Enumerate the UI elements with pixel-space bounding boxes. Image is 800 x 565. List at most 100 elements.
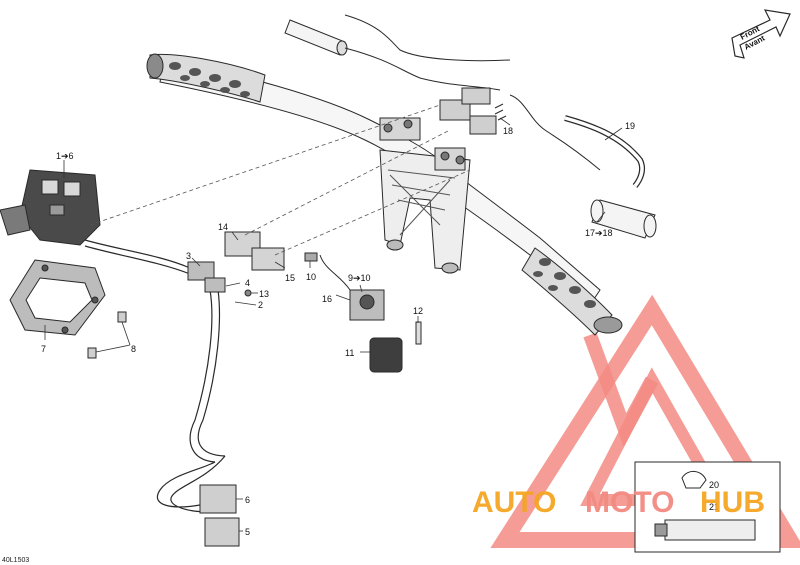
connector-3 — [187, 261, 215, 281]
bracket-hole-2 — [91, 296, 99, 304]
handlebar-riser — [379, 117, 471, 274]
leader-14 — [231, 231, 239, 241]
leader-c — [274, 169, 471, 256]
clamp-bolt-3 — [440, 151, 450, 161]
harness-main-upper — [84, 239, 191, 269]
leader-15 — [274, 261, 286, 269]
callout-1to6: 1➔6 — [56, 151, 74, 161]
left-grip-pattern — [169, 62, 250, 97]
connector-pins — [494, 103, 507, 121]
reference-code: 40L1503 — [2, 557, 29, 564]
right-bar-end — [593, 316, 623, 334]
throttle-cable-sleeve — [284, 19, 346, 56]
throttle-cable — [344, 14, 511, 62]
watermark-moto: MOTO — [585, 486, 674, 519]
right-grip-pattern — [533, 258, 596, 308]
riser-foot-right — [441, 262, 459, 274]
leader-18 — [499, 117, 511, 126]
screw-12 — [415, 321, 422, 345]
leader-b — [244, 129, 451, 236]
callout-19: 19 — [625, 121, 635, 131]
leader-19 — [604, 127, 623, 141]
callout-12: 12 — [413, 306, 423, 316]
harness-main-upper-2 — [84, 245, 191, 275]
part-21-tube — [664, 519, 756, 541]
callout-17to18: 17➔18 — [585, 228, 613, 238]
callout-7: 7 — [41, 344, 46, 354]
callout-4: 4 — [245, 278, 250, 288]
switch-16-knob — [359, 294, 375, 310]
fastener-13 — [244, 289, 252, 297]
part-16-switch — [304, 252, 385, 321]
connector-15 — [251, 247, 285, 271]
direction-arrow-icon — [731, 9, 791, 59]
leader-3 — [191, 257, 201, 267]
callout-15: 15 — [285, 273, 295, 283]
leader-16 — [335, 294, 351, 301]
connector-upper-a — [439, 99, 471, 121]
switch-button-3 — [49, 204, 65, 216]
watermark-hub: HUB — [700, 486, 765, 519]
harness-branch-lower-2 — [170, 455, 226, 513]
part-20-clip — [681, 471, 707, 489]
callout-3: 3 — [186, 251, 191, 261]
throttle-cable-lower — [344, 47, 501, 91]
riser-foot-left — [386, 239, 404, 251]
sleeve-end-right — [643, 214, 657, 238]
watermark-text: AUTO MOTO HUB — [472, 486, 765, 519]
part-21-tube-cap — [654, 523, 668, 537]
callout-20: 20 — [709, 480, 719, 490]
upper-connectors — [439, 87, 601, 171]
switch-mount-arm — [0, 204, 31, 236]
callout-6: 6 — [245, 495, 250, 505]
left-switch-housing — [0, 169, 101, 246]
part-10-plug — [304, 252, 318, 262]
callout-18: 18 — [503, 126, 513, 136]
switch-16-wire — [319, 254, 351, 291]
callout-13: 13 — [259, 289, 269, 299]
screw-b — [87, 347, 97, 359]
part-19-hose-inner — [564, 116, 644, 188]
clamp-bolt-2 — [403, 119, 413, 129]
leader-2 — [234, 301, 257, 306]
clamp-bolt-4 — [455, 155, 465, 165]
harness-wire-upper — [509, 94, 601, 171]
throttle-cable-end — [336, 40, 348, 56]
connector-4 — [204, 277, 226, 293]
callout-5: 5 — [245, 527, 250, 537]
clamp-bolt-1 — [383, 123, 393, 133]
part-7-bracket — [9, 259, 106, 336]
part-17-sleeve — [590, 199, 657, 239]
callout-leaders — [44, 117, 623, 532]
connector-5 — [204, 517, 240, 547]
knob-11-body — [369, 337, 403, 373]
connector-upper-c — [469, 115, 497, 135]
riser-lattice — [387, 169, 456, 236]
consumables-inset: 20 21 — [634, 461, 781, 553]
sleeve-end-left — [590, 199, 604, 223]
watermark-auto: AUTO — [472, 486, 556, 519]
leader-8 — [95, 321, 131, 353]
leader-9to10 — [359, 284, 363, 293]
throttle-cable-assembly — [284, 14, 511, 91]
part-11-knob — [369, 337, 403, 373]
handlebar — [146, 53, 623, 336]
left-bar-end — [146, 53, 164, 79]
leader-17to18 — [596, 211, 606, 223]
bracket-hole-3 — [61, 326, 69, 334]
assembly-leaders — [89, 104, 471, 256]
part-12-screw — [415, 321, 422, 345]
watermark-m-stroke — [583, 332, 659, 447]
harness-connectors — [187, 261, 252, 547]
callout-10: 10 — [306, 272, 316, 282]
callout-8: 8 — [131, 344, 136, 354]
leader-a — [89, 104, 441, 226]
connector-6 — [199, 484, 237, 514]
switch-button-1 — [41, 179, 59, 195]
connector-upper-b — [461, 87, 491, 105]
bracket-hole-1 — [41, 264, 49, 272]
part-8-screws — [87, 311, 127, 359]
callout-labels: 1➔6 3 4 13 2 7 8 14 15 10 9➔10 16 11 12 … — [41, 121, 635, 537]
switch-button-2 — [63, 181, 81, 197]
